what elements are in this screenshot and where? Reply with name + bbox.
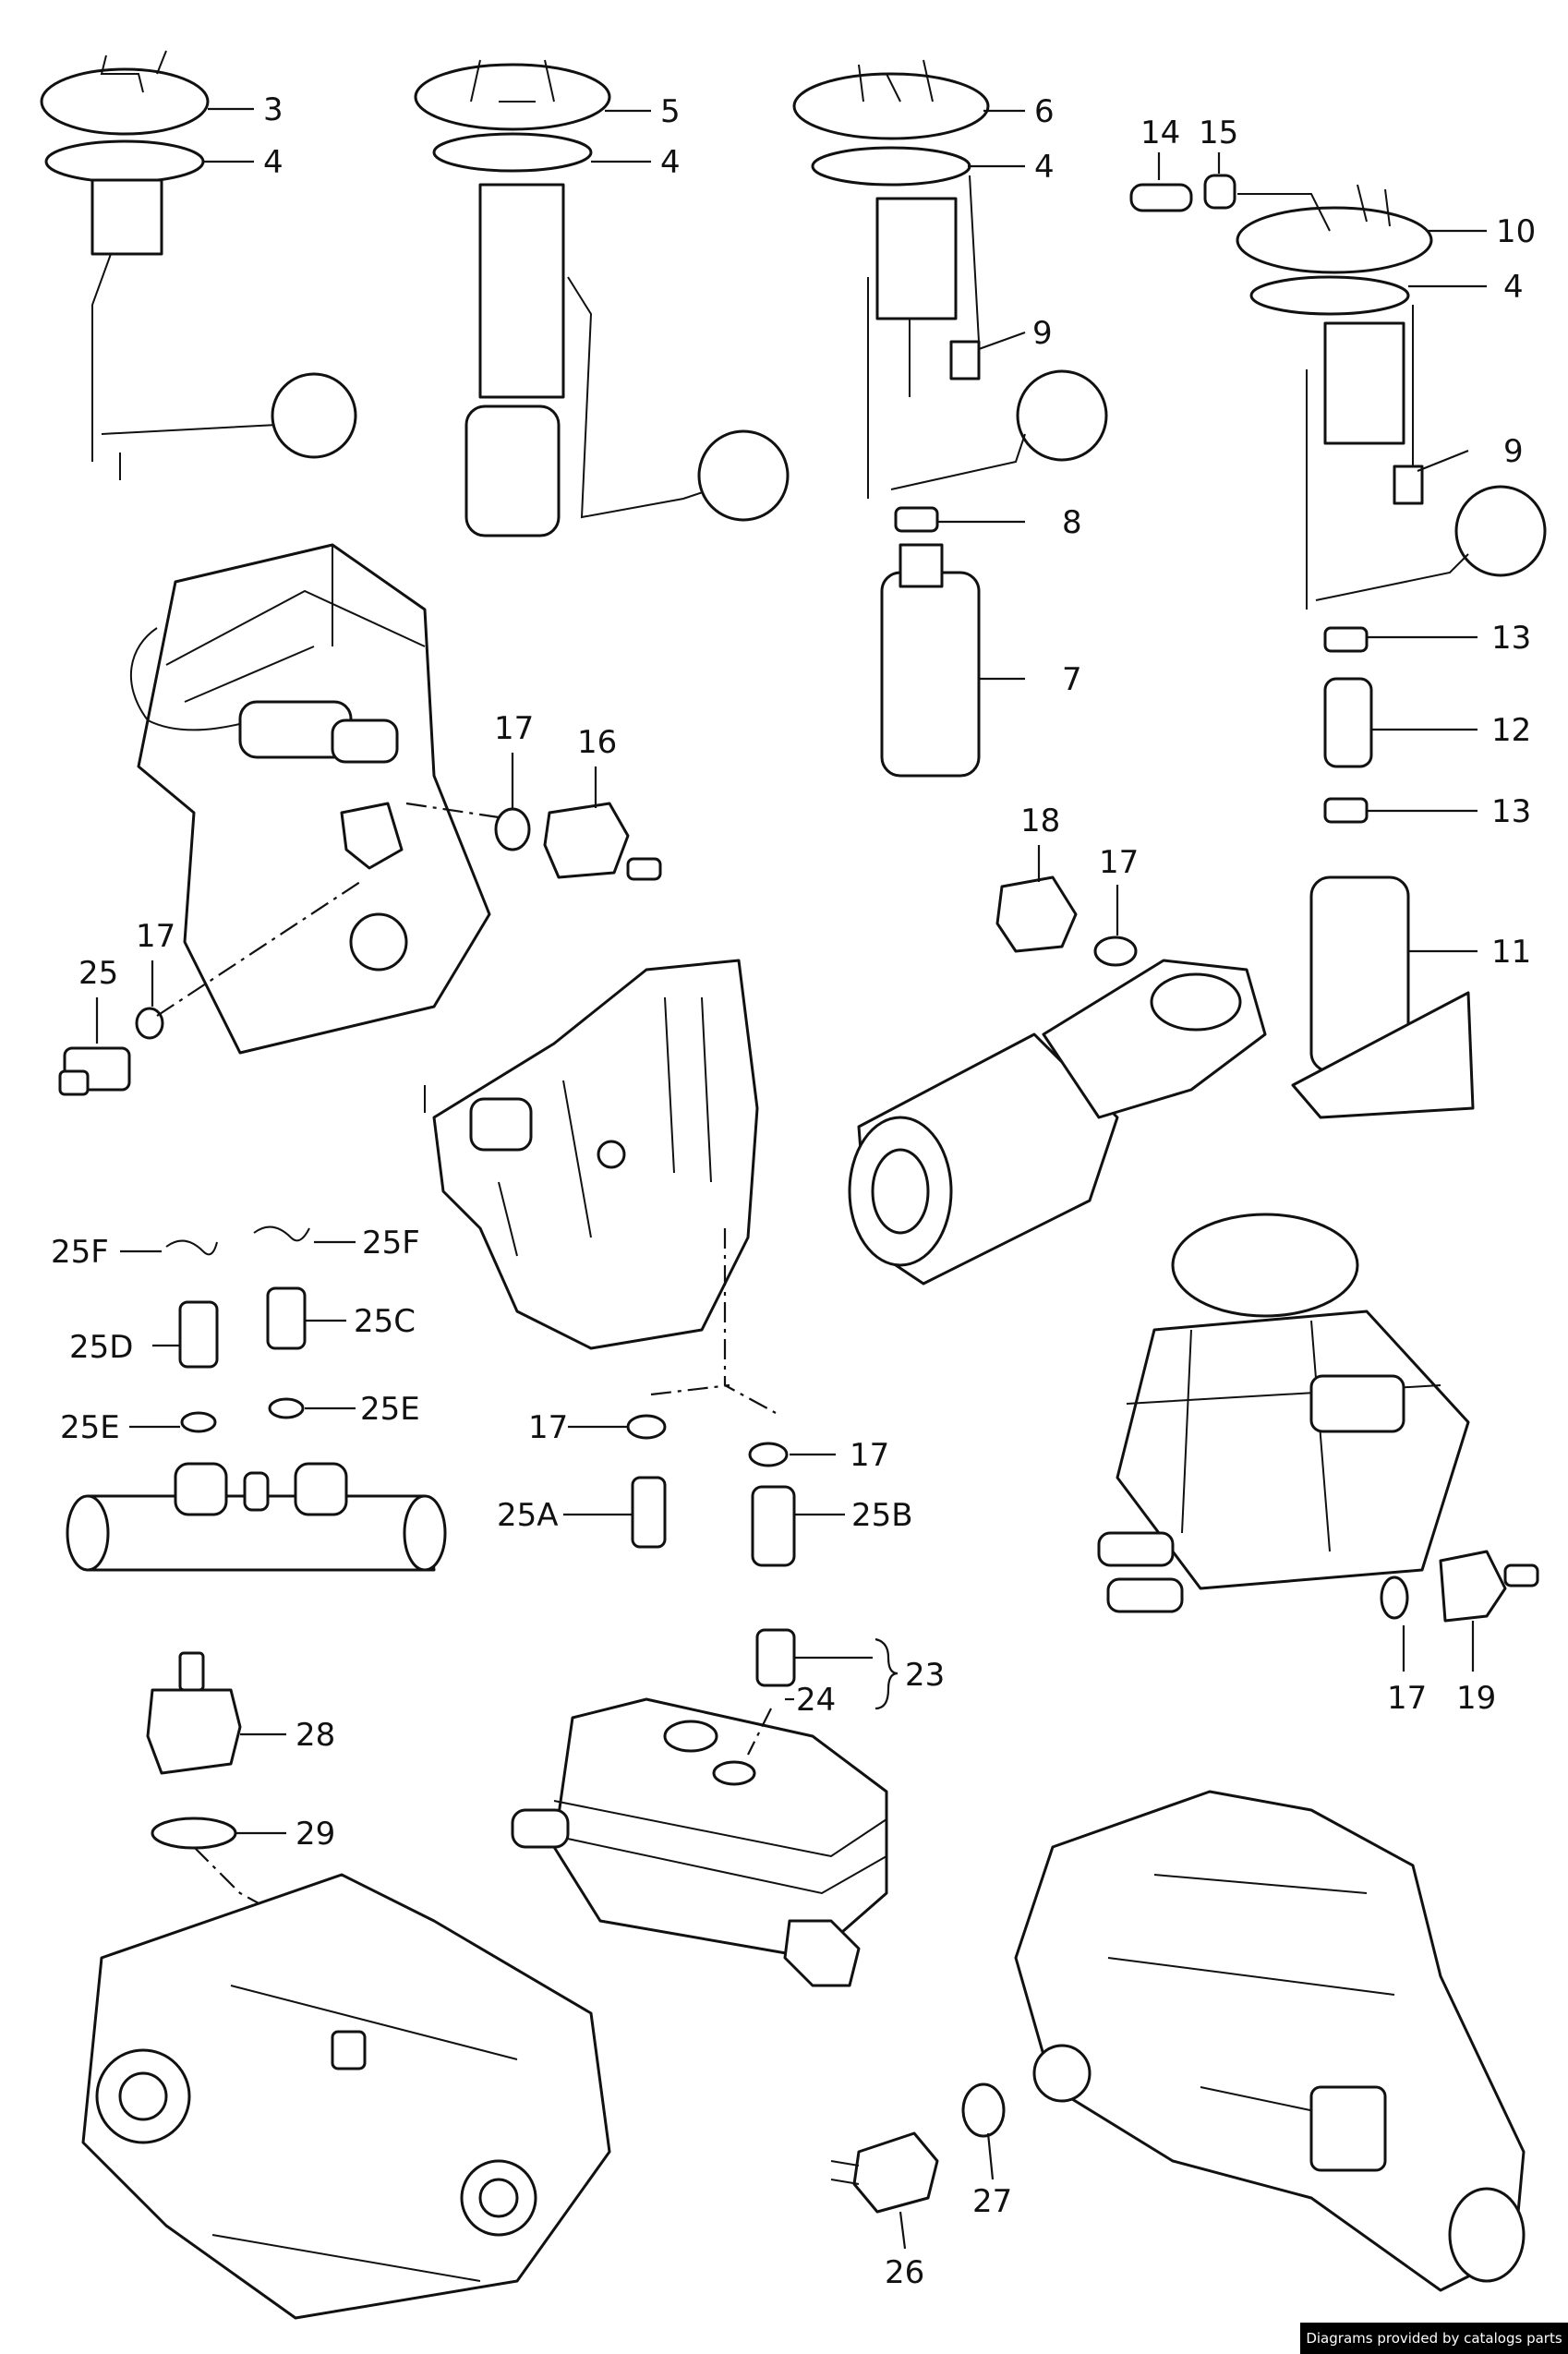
callout-9: 9 xyxy=(1503,433,1524,470)
callout-7: 7 xyxy=(1062,661,1082,698)
reservoir-leader xyxy=(747,1708,772,1756)
leader-lines xyxy=(95,107,1487,2250)
differential-housing xyxy=(1014,1790,1526,2292)
callout-3: 3 xyxy=(263,91,283,128)
callout-labels: 3 4 5 4 6 4 14 15 10 4 9 9 8 7 13 12 13 … xyxy=(51,91,1536,2291)
coolant-reservoir xyxy=(511,1628,888,1987)
callout-24: 24 xyxy=(796,1682,836,1719)
engine-to-sensor16-leader xyxy=(405,802,500,819)
callout-17: 17 xyxy=(528,1409,568,1446)
callout-4: 4 xyxy=(263,144,283,181)
callout-26: 26 xyxy=(885,2254,924,2291)
callout-19: 19 xyxy=(1456,1680,1496,1717)
engine-block xyxy=(129,543,491,1055)
temperature-sensor-16 xyxy=(494,802,662,881)
callout-17: 17 xyxy=(1099,844,1139,881)
callout-23: 23 xyxy=(905,1657,945,1694)
engine-block-center xyxy=(424,959,759,1350)
callout-25E: 25E xyxy=(60,1409,120,1446)
callout-9: 9 xyxy=(1032,315,1053,352)
callout-10: 10 xyxy=(1496,213,1536,250)
callout-6: 6 xyxy=(1034,93,1055,130)
pressure-switch-28 xyxy=(146,1651,242,1850)
callout-28: 28 xyxy=(296,1717,335,1754)
callout-25B: 25B xyxy=(851,1497,913,1534)
carburetor xyxy=(1097,1213,1539,1623)
callout-4: 4 xyxy=(1503,269,1524,306)
callout-13: 13 xyxy=(1491,793,1531,830)
sensor-25 xyxy=(58,1007,164,1096)
callout-4: 4 xyxy=(1034,149,1055,186)
callout-25E: 25E xyxy=(360,1391,420,1428)
callout-13: 13 xyxy=(1491,620,1531,657)
callout-27: 27 xyxy=(972,2183,1012,2220)
callout-17: 17 xyxy=(494,710,534,747)
callout-25F: 25F xyxy=(51,1234,109,1271)
callout-17: 17 xyxy=(136,918,175,955)
fuel-sender-unit-6 xyxy=(792,59,1108,778)
oil-filter-assembly xyxy=(848,875,1267,1286)
callout-11: 11 xyxy=(1491,934,1531,971)
callout-25A: 25A xyxy=(497,1497,559,1534)
callout-25D: 25D xyxy=(69,1329,133,1366)
callout-4: 4 xyxy=(660,144,681,181)
fuel-sender-unit-10 xyxy=(1236,184,1547,1119)
hose-and-clamp-14-15 xyxy=(1129,174,1236,212)
callout-5: 5 xyxy=(660,93,681,130)
callout-29: 29 xyxy=(296,1816,335,1853)
callout-17: 17 xyxy=(850,1437,889,1474)
callout-14: 14 xyxy=(1140,115,1180,151)
sensors-25A-25B xyxy=(626,1414,796,1567)
temperature-sender-26 xyxy=(830,2082,1006,2214)
callout-25: 25 xyxy=(78,955,118,992)
callout-18: 18 xyxy=(1020,803,1060,839)
callout-25F: 25F xyxy=(362,1225,420,1262)
callout-8: 8 xyxy=(1062,504,1082,541)
callout-12: 12 xyxy=(1491,712,1531,749)
callout-15: 15 xyxy=(1199,115,1238,151)
fuel-sender-unit-5 xyxy=(414,59,790,537)
callout-25C: 25C xyxy=(354,1303,416,1340)
coolant-pipe xyxy=(66,1225,447,1572)
fuel-sender-unit-3 xyxy=(40,50,357,480)
engine-to-sensor25-leader xyxy=(156,881,361,1017)
callout-17: 17 xyxy=(1387,1680,1427,1717)
diagram-credit: Diagrams provided by catalogs parts xyxy=(1300,2323,1568,2354)
engine-center-leader-2 xyxy=(650,1383,730,1396)
transfer-case xyxy=(81,1873,611,2320)
callout-16: 16 xyxy=(577,724,617,761)
